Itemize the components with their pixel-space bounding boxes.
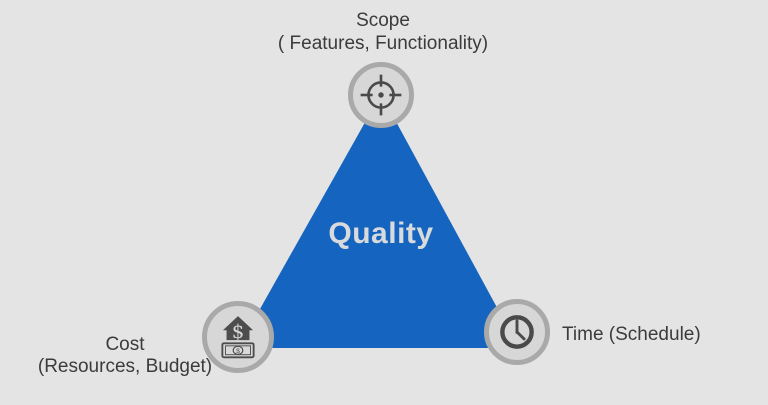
cost-node-badge: $ $ — [202, 301, 274, 373]
quality-label: Quality — [328, 217, 434, 250]
scope-label: Scope ( Features, Functionality) — [223, 9, 543, 55]
triangle-polygon — [238, 94, 519, 348]
banknote-dollar-symbol: $ — [236, 348, 240, 355]
cost-label: Cost (Resources, Budget) — [15, 334, 235, 378]
scope-label-line1: Scope — [356, 10, 410, 31]
target-icon — [360, 74, 402, 116]
scope-label-line2: ( Features, Functionality) — [277, 33, 489, 54]
time-label: Time (Schedule) — [562, 324, 701, 345]
scope-node-badge — [348, 62, 414, 128]
house-dollar-icon: $ $ — [221, 316, 255, 359]
house-dollar-symbol: $ — [232, 320, 245, 343]
cost-label-line2: (Resources, Budget) — [37, 356, 213, 377]
time-node-badge — [484, 299, 550, 365]
cost-label-line1: Cost — [105, 334, 145, 355]
clock-icon — [500, 315, 534, 349]
